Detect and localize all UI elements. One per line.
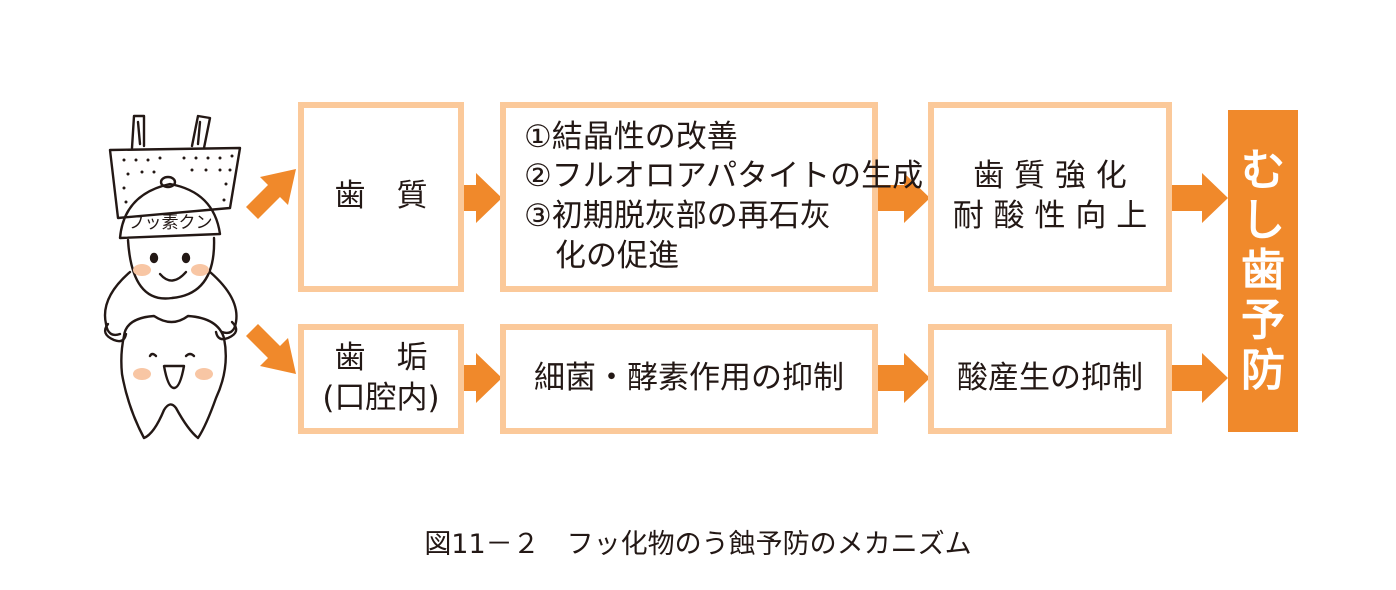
- result-line: 歯 質 強 化: [973, 158, 1127, 195]
- tooth-quality-label: 歯 質: [334, 178, 428, 215]
- outcome-char: む: [1241, 145, 1285, 196]
- plaque-box: 歯 垢 (口腔内): [298, 324, 464, 434]
- arrow-mascot-to-plaque: [246, 324, 296, 374]
- acid-inhibition-label: 酸産生の抑制: [957, 360, 1143, 397]
- plaque-sublabel: (口腔内): [322, 380, 440, 416]
- tooth-strengthening-box: 歯 質 強 化 耐 酸 性 向 上: [928, 102, 1172, 292]
- outcome-char: 防: [1241, 345, 1285, 396]
- figure-caption: 図11－２ フッ化物のう蝕予防のメカニズム: [424, 529, 972, 560]
- arrow-right-icon: [876, 353, 930, 403]
- outcome-char: し: [1241, 195, 1285, 246]
- fluoride-effects-list: ①結晶性の改善 ②フルオロアパタイトの生成 ③初期脱灰部の再石灰 化の促進: [524, 118, 923, 277]
- fluoride-kun-mascot-icon: フッ素クン: [103, 114, 242, 440]
- bacteria-inhibition-label: 細菌・酵素作用の抑制: [534, 360, 844, 397]
- result-line: 耐 酸 性 向 上: [952, 198, 1148, 234]
- effect-item: ③初期脱灰部の再石灰: [524, 198, 831, 234]
- acid-inhibition-box: 酸産生の抑制: [928, 324, 1172, 434]
- arrow-right-icon: [876, 173, 930, 223]
- fluoride-effects-box: ①結晶性の改善 ②フルオロアパタイトの生成 ③初期脱灰部の再石灰 化の促進: [500, 102, 923, 292]
- caries-prevention-box: む し 歯 予 防: [1228, 110, 1298, 432]
- arrow-right-icon: [1168, 353, 1228, 403]
- tooth-quality-box: 歯 質: [298, 102, 464, 292]
- effect-item: 化の促進: [524, 237, 679, 274]
- outcome-char: 歯: [1241, 245, 1285, 296]
- mascot-hat-label: フッ素クン: [128, 213, 213, 233]
- outcome-char: 予: [1241, 295, 1285, 346]
- plaque-label: 歯 垢: [334, 340, 428, 377]
- bacteria-inhibition-box: 細菌・酵素作用の抑制: [500, 324, 878, 434]
- arrow-right-icon: [1168, 173, 1228, 223]
- arrow-mascot-to-tooth-quality: [246, 169, 296, 219]
- effect-item: ②フルオロアパタイトの生成: [524, 158, 924, 195]
- effect-item: ①結晶性の改善: [524, 118, 738, 155]
